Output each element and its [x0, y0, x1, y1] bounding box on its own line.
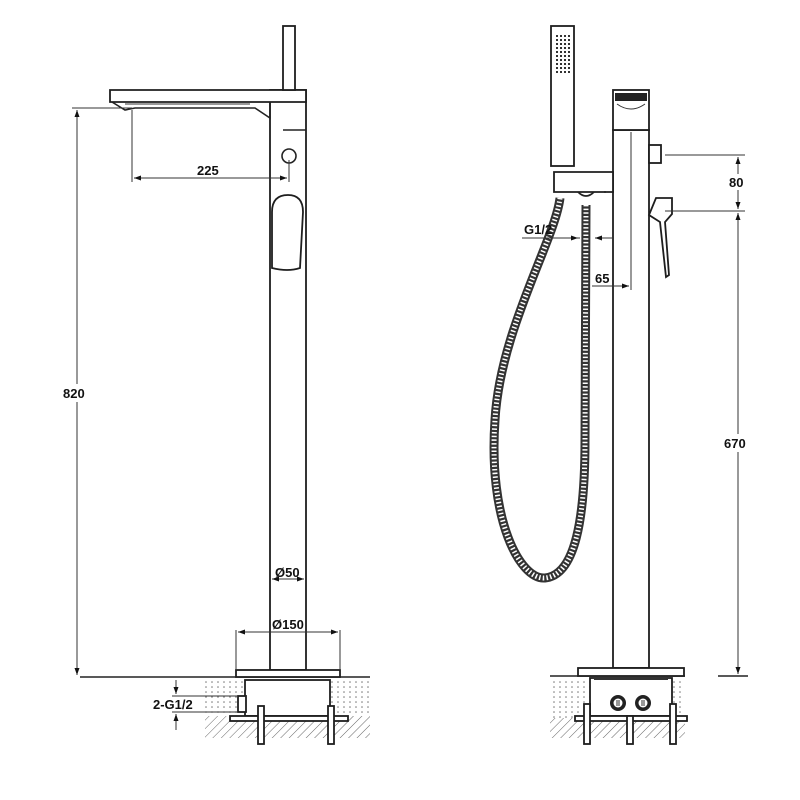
side-view: 80 670 G1/2 65: [489, 25, 756, 745]
inlet-fittings: [610, 695, 651, 711]
front-view: 225 820 Ø50 Ø150 2-G1/2: [60, 25, 370, 745]
faucet-column: [269, 89, 307, 671]
dim-column-diameter: Ø50: [275, 565, 300, 580]
faucet-base: [235, 669, 341, 678]
dim-hose-offset: 65: [595, 271, 609, 286]
shower-holder: [282, 25, 296, 91]
side-diverter-knob: [648, 144, 662, 164]
dim-total-height: 820: [63, 386, 85, 401]
dim-inlet-connection: 2-G1/2: [153, 697, 193, 712]
dim-spout-reach: 225: [197, 163, 219, 178]
dim-handle-height: 670: [724, 436, 746, 451]
dim-hose-connection: G1/2: [524, 222, 552, 237]
hand-shower: [550, 25, 614, 197]
side-mounting-box: [589, 677, 673, 717]
dim-handle-spacing: 80: [729, 175, 743, 190]
side-base: [577, 667, 685, 677]
shower-hose: [489, 197, 591, 583]
dim-base-diameter: Ø150: [272, 617, 304, 632]
side-lever-handle: [647, 197, 673, 279]
spout: [109, 89, 307, 120]
mixer-handle: [271, 194, 304, 271]
